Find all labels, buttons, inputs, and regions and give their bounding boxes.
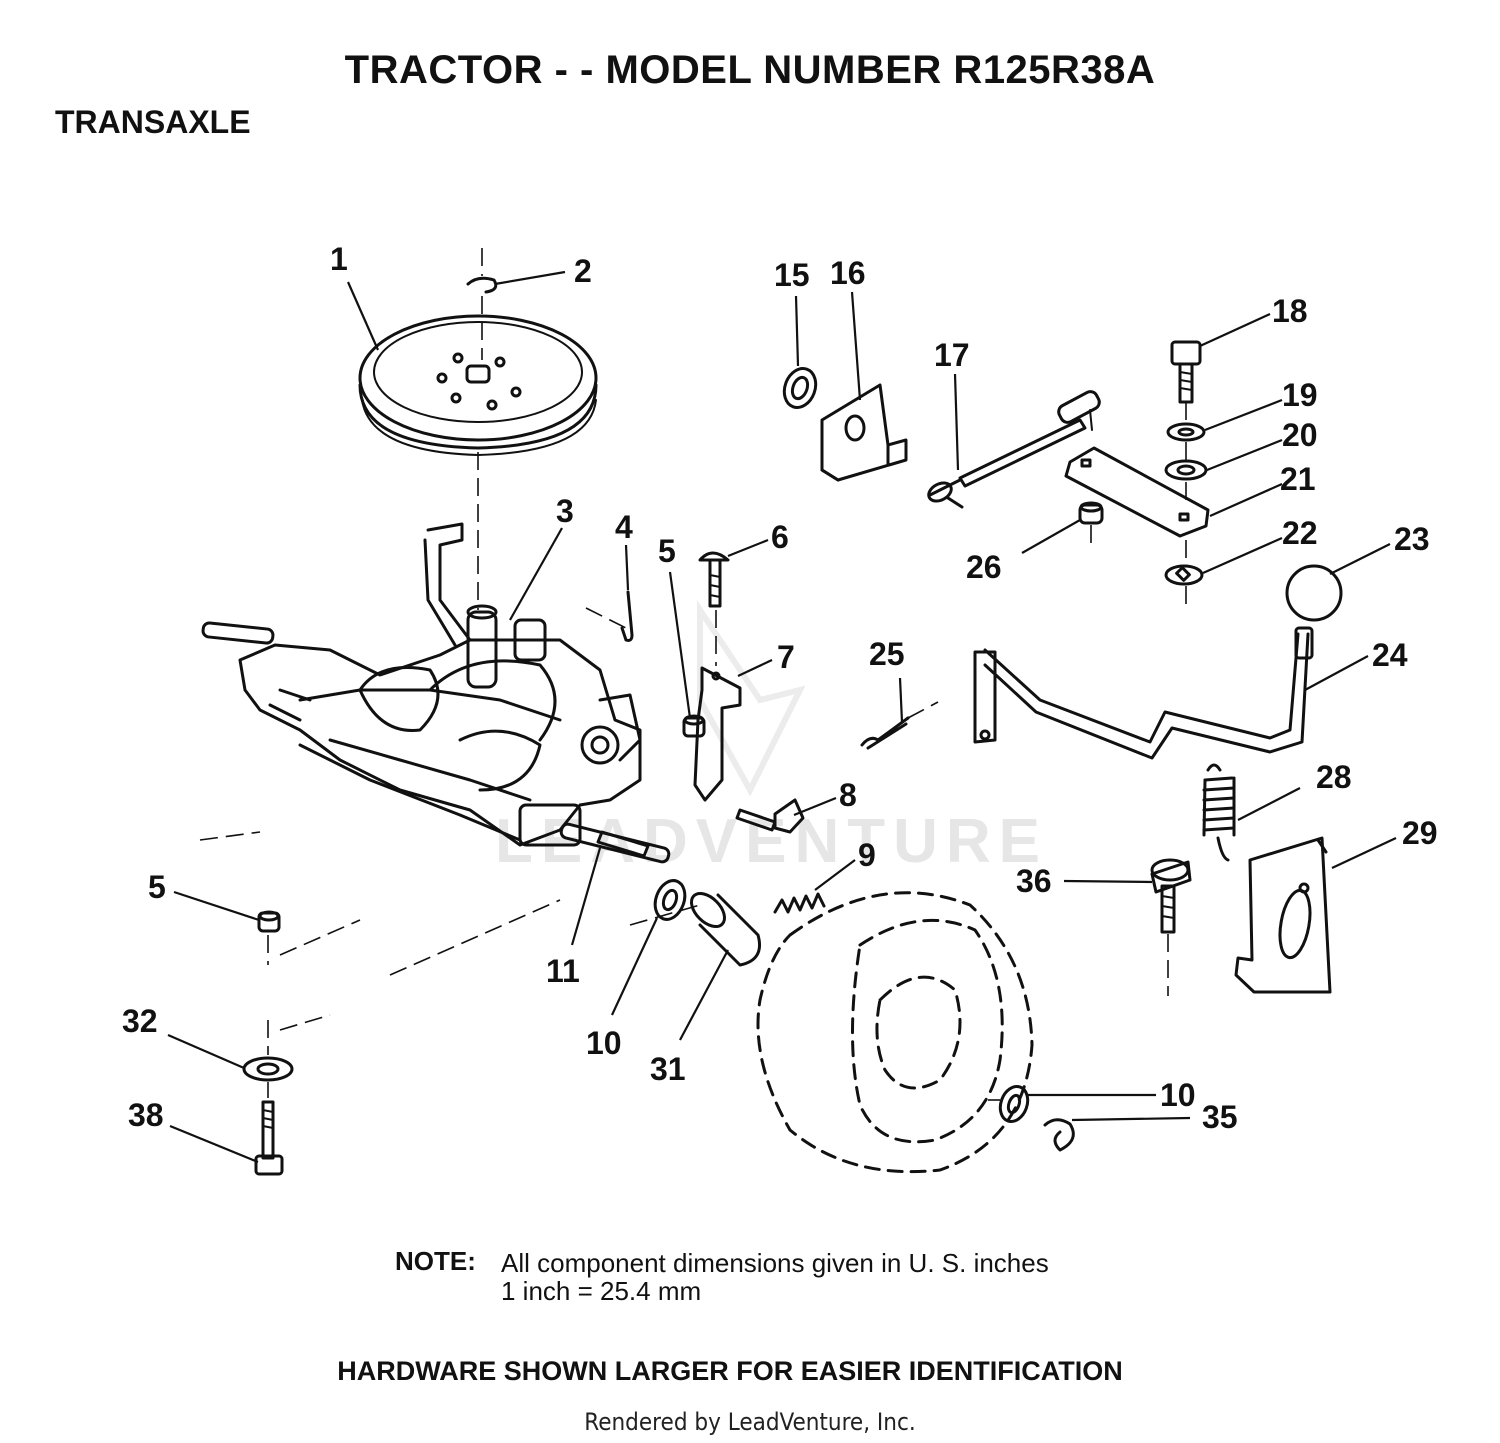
callout-7: 7: [777, 639, 795, 675]
shoulder-screw-part: [1150, 858, 1192, 934]
e-clip-part-wheel: [1043, 1118, 1075, 1152]
callout-36: 36: [1016, 863, 1052, 899]
nut-part: [682, 714, 706, 738]
callout-8: 8: [839, 777, 857, 813]
callout-19: 19: [1282, 377, 1318, 413]
rendered-by-credit: Rendered by LeadVenture, Inc.: [584, 1408, 916, 1436]
washer-part-wheel: [998, 1085, 1030, 1123]
key-part: [596, 830, 650, 858]
spacer-part: [1078, 501, 1104, 525]
callout-2: 2: [574, 253, 592, 289]
plate-part: [1064, 446, 1210, 538]
hex-bolt-part: [735, 798, 805, 834]
callout-38: 38: [128, 1097, 164, 1133]
bushing-part: [690, 892, 761, 967]
callout-17: 17: [934, 337, 970, 373]
wheel-part: [756, 891, 1034, 1174]
callout-32: 32: [122, 1003, 158, 1039]
extension-spring-part: [1202, 763, 1236, 862]
carriage-bolt-part: [698, 551, 730, 608]
callout-21: 21: [1280, 461, 1316, 497]
callout-3: 3: [556, 493, 574, 529]
watermark-logo: [697, 600, 806, 797]
callout-11: 11: [546, 953, 580, 989]
lock-washer-part: [1166, 422, 1206, 442]
note-line-2: 1 inch = 25.4 mm: [501, 1276, 702, 1306]
callout-10: 10: [586, 1025, 622, 1061]
callout-26: 26: [966, 549, 1002, 585]
callout-28: 28: [1316, 759, 1352, 795]
callout-22: 22: [1282, 515, 1318, 551]
callout-9: 9: [858, 837, 876, 873]
callout-35: 35: [1202, 1099, 1238, 1135]
callout-18: 18: [1272, 293, 1308, 329]
note-label: NOTE:: [395, 1246, 476, 1276]
callout-29: 29: [1402, 815, 1438, 851]
callout-4: 4: [615, 509, 633, 545]
pin-part: [620, 590, 634, 642]
shoulder-bolt-part: [254, 1100, 284, 1176]
flat-washer-part: [242, 1056, 294, 1082]
callout-25: 25: [869, 636, 905, 672]
section-title: TRANSAXLE: [55, 104, 251, 140]
leader-lines: [167, 270, 1397, 1164]
knob-part: [1285, 564, 1343, 622]
callout-5: 5: [658, 533, 676, 569]
pulley-part: [358, 314, 598, 456]
callout-23: 23: [1394, 521, 1430, 557]
callout-6: 6: [771, 519, 789, 555]
washer-part: [653, 879, 687, 921]
callout-15: 15: [774, 257, 810, 293]
shift-lever-part: [973, 626, 1314, 760]
mounting-bracket-part: [820, 383, 908, 482]
callout-labels: 1 2 3 4 5 5 6 7 8 9 10 10 11 15 16 17 18…: [122, 241, 1438, 1135]
cotter-pin-part: [860, 716, 910, 750]
callout-16: 16: [830, 255, 866, 291]
rod-part: [927, 390, 1101, 509]
hex-bolt-part-upper: [1170, 340, 1202, 404]
callout-24: 24: [1372, 637, 1408, 673]
spring-part: [773, 892, 826, 914]
callout-5-lower: 5: [148, 869, 166, 905]
callout-20: 20: [1282, 417, 1318, 453]
note-line-1: All component dimensions given in U. S. …: [501, 1248, 1049, 1278]
hardware-footnote: HARDWARE SHOWN LARGER FOR EASIER IDENTIF…: [337, 1356, 1123, 1386]
e-clip-part: [466, 276, 498, 294]
page-title: TRACTOR - - MODEL NUMBER R125R38A: [344, 48, 1156, 92]
flat-washer-part-upper: [1164, 459, 1208, 481]
bracket-part: [693, 666, 742, 802]
callout-1: 1: [330, 241, 348, 277]
alignment-lines: [199, 248, 1187, 1101]
callout-31: 31: [650, 1051, 686, 1087]
square-washer-part: [1164, 564, 1204, 586]
nut-part-lower: [257, 910, 281, 933]
washer-part-upper: [782, 367, 818, 409]
support-bracket-part: [1234, 836, 1332, 994]
callout-10-wheel: 10: [1160, 1077, 1196, 1113]
